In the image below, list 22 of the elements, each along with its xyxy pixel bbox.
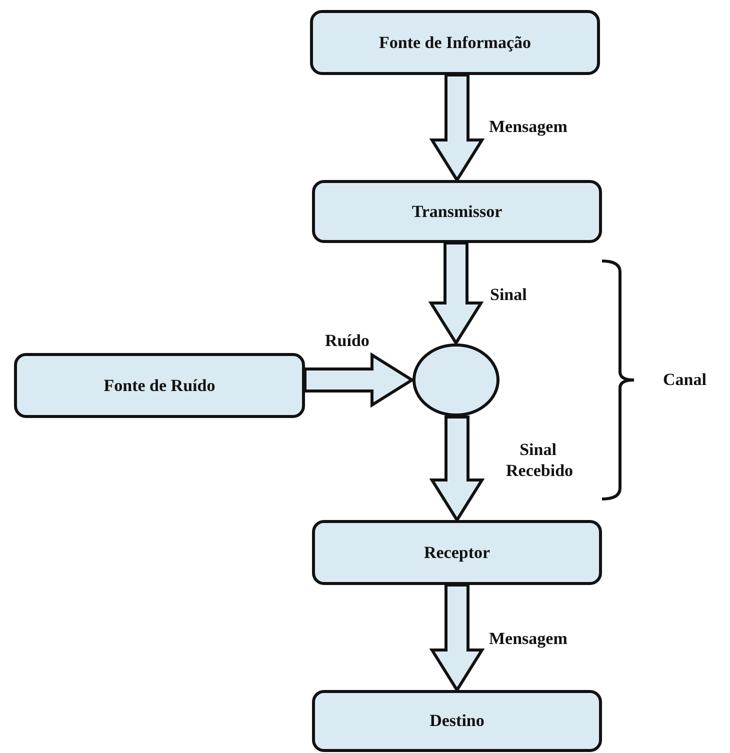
block-arrow <box>429 584 485 693</box>
edge-label: Sinal <box>490 284 527 306</box>
bracket-label: Canal <box>663 369 706 390</box>
edge-label: Sinal Recebido <box>506 439 570 482</box>
box-label: Fonte de Informação <box>378 32 532 52</box>
block-arrow <box>429 416 485 523</box>
edge-label: Mensagem <box>489 628 568 650</box>
process-box <box>312 520 602 585</box>
process-box <box>310 10 600 75</box>
process-box <box>312 180 602 243</box>
block-arrow <box>429 74 485 183</box>
block-arrow <box>428 242 484 346</box>
edge-label: Ruído <box>325 330 370 352</box>
box-label: Fonte de Ruído <box>104 376 216 396</box>
block-arrow <box>304 352 415 408</box>
box-label: Transmissor <box>412 202 502 222</box>
edge-label: Mensagem <box>489 116 568 138</box>
box-label: Destino <box>430 711 484 731</box>
process-box <box>14 353 305 418</box>
process-box <box>312 690 602 752</box>
circle-junction <box>412 343 500 417</box>
box-label: Receptor <box>424 542 490 562</box>
